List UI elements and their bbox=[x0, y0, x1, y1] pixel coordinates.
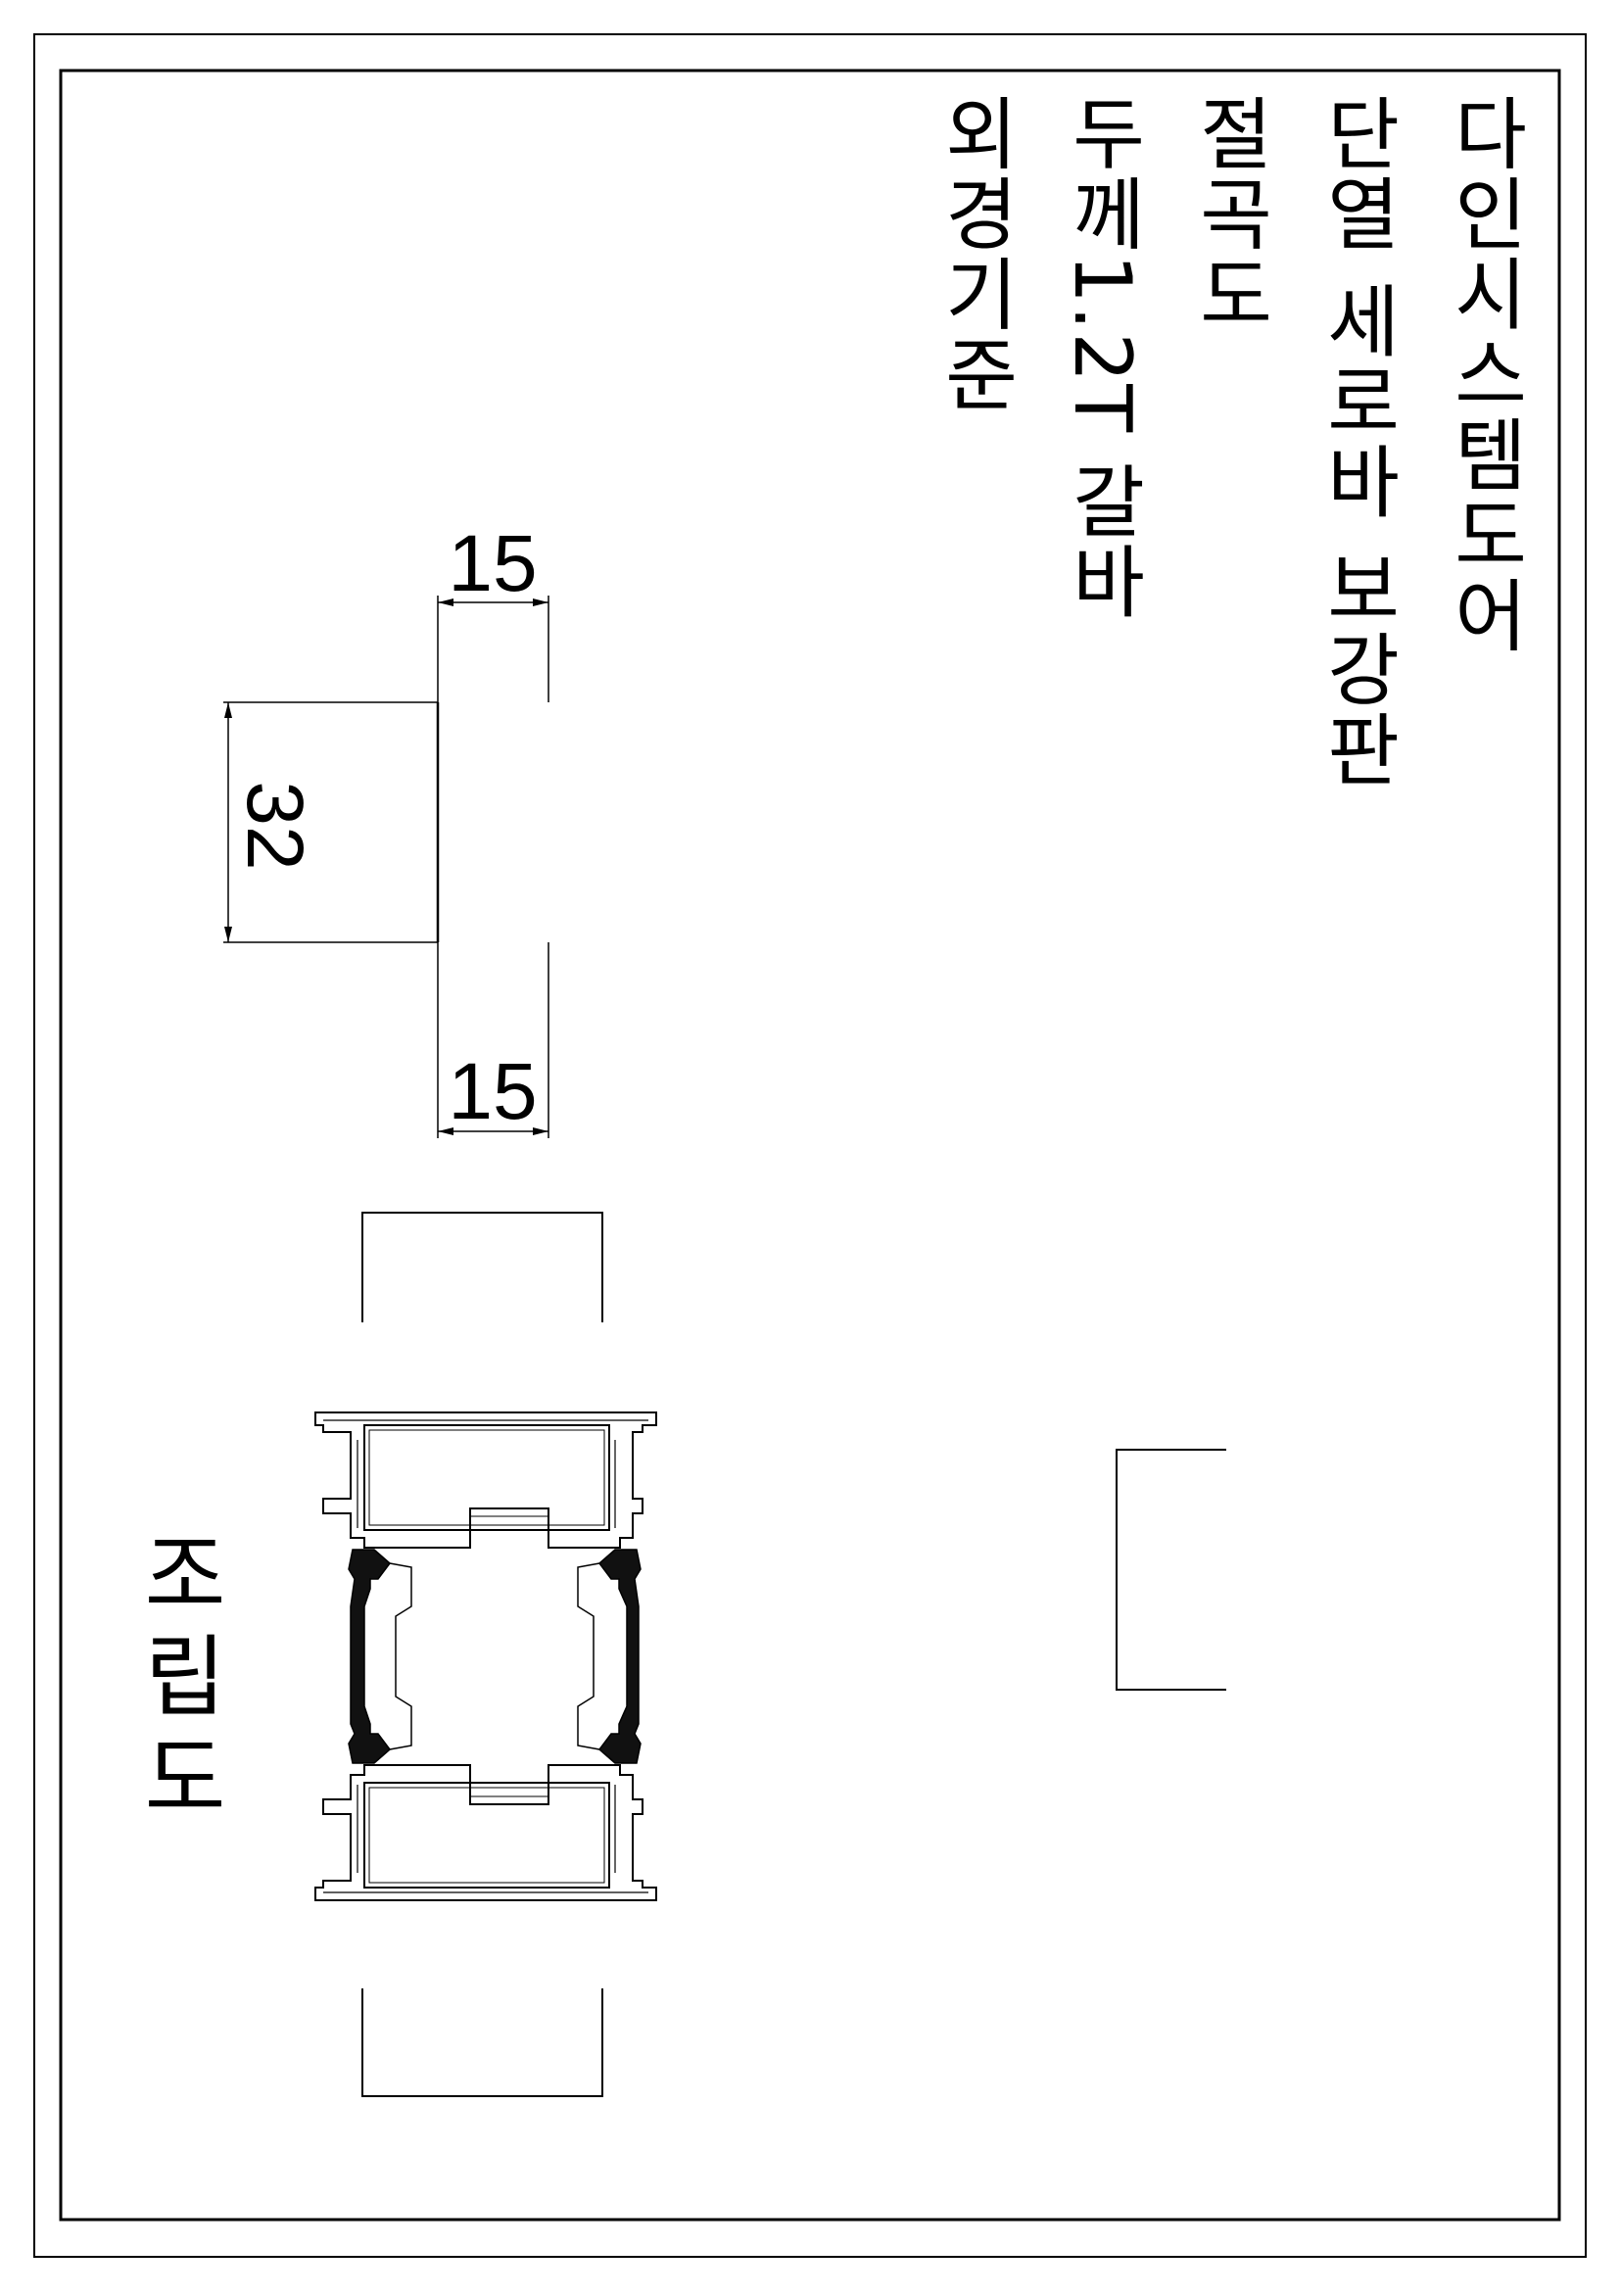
dimension-label-web: 32 bbox=[230, 781, 319, 870]
dimension-label-bottom: 15 bbox=[448, 1047, 537, 1136]
arrow-head bbox=[224, 702, 232, 718]
aluminum-profile-top bbox=[314, 1411, 657, 1549]
aluminum-profile-bottom bbox=[314, 1764, 657, 1901]
outer-border bbox=[33, 33, 1587, 2258]
title-line-company: 다인시스템도어 bbox=[1439, 93, 1530, 655]
title-line-part: 단열 세로바 보강판 bbox=[1311, 93, 1403, 789]
arrow-head bbox=[224, 927, 232, 942]
arrow-head bbox=[438, 1127, 453, 1135]
arrow-head bbox=[438, 598, 453, 606]
title-block: 다인시스템도어 단열 세로바 보강판 절곡도 두께1.2T 갈바 외경기준 bbox=[926, 93, 1552, 1171]
thermal-break-left bbox=[348, 1549, 392, 1764]
assembly-section bbox=[314, 1411, 657, 1901]
reinforcement-channel-side bbox=[1116, 1449, 1226, 1691]
cavity-outline-left bbox=[389, 1562, 412, 1750]
title-line-basis: 외경기준 bbox=[929, 93, 1021, 414]
arrow-head bbox=[533, 598, 548, 606]
title-line-material: 두께1.2T 갈바 bbox=[1057, 93, 1148, 622]
reinforcement-channel-bottom bbox=[361, 1988, 603, 2097]
title-line-drawing-type: 절곡도 bbox=[1184, 93, 1275, 334]
inner-border bbox=[59, 69, 1561, 2222]
thermal-break-right bbox=[597, 1549, 642, 1764]
assembly-drawing-label: 조립도 bbox=[125, 1528, 228, 1834]
arrow-head bbox=[533, 1127, 548, 1135]
bending-profile bbox=[223, 596, 549, 1138]
dimension-label-top: 15 bbox=[448, 519, 537, 608]
cavity-outline-right bbox=[577, 1562, 600, 1750]
reinforcement-channel-top bbox=[361, 1212, 603, 1322]
